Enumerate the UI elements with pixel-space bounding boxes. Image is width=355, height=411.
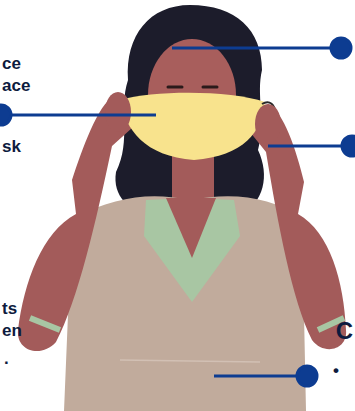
neckline [166, 198, 216, 258]
torso [64, 196, 306, 411]
eyes [168, 86, 217, 89]
left-arm [18, 96, 132, 351]
callout-text: • [333, 362, 339, 381]
callout-text: C [336, 318, 353, 344]
right-hand [255, 104, 281, 144]
callout-text: sk [2, 138, 21, 157]
leader-lines [0, 38, 355, 386]
callout-text: ts [2, 300, 17, 319]
left-hand [105, 92, 131, 132]
callout-text: . [4, 350, 9, 369]
sleeve-trim [30, 318, 344, 330]
callout-text: ce [2, 55, 21, 74]
shirt-hem [120, 360, 260, 362]
callout-text: ace [2, 77, 30, 96]
callout-text: en [2, 322, 22, 341]
collar [144, 198, 240, 302]
right-arm [250, 104, 346, 349]
face-mask [120, 93, 265, 160]
